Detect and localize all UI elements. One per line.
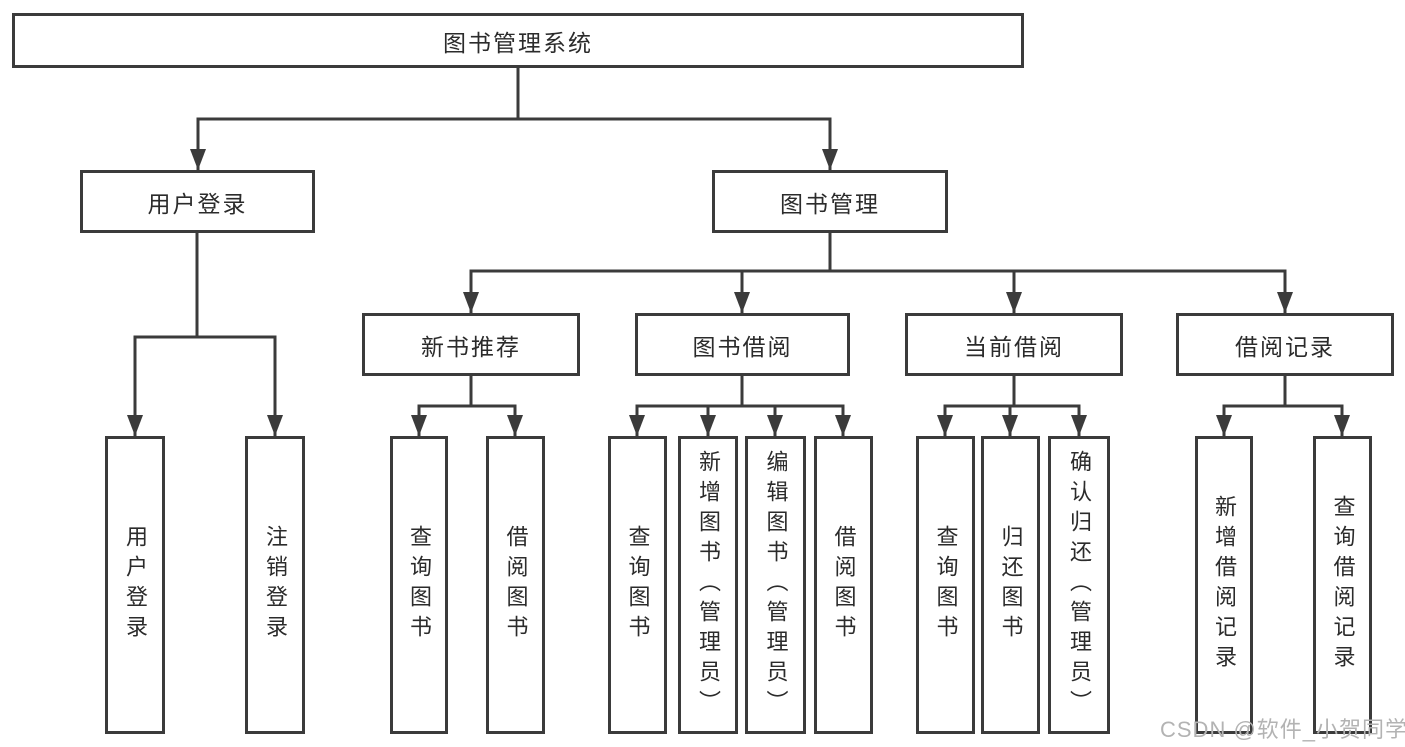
- node-leaf-return-books: 归还图书: [981, 436, 1040, 734]
- node-label: 新增借阅记录: [1212, 495, 1237, 675]
- node-label: 图书借阅: [692, 333, 793, 360]
- connector-records-split: [1222, 404, 1344, 436]
- node-leaf-query-books-current: 查询图书: [916, 436, 975, 734]
- node-leaf-confirm-return-admin: 确认归还（管理员）: [1048, 436, 1110, 734]
- node-label: 借阅图书: [503, 525, 529, 645]
- node-library-management-system: 图书管理系统: [12, 13, 1024, 68]
- node-label: 查询图书: [625, 525, 651, 645]
- node-label: 注销登录: [263, 525, 288, 645]
- connector-root-split: [196, 117, 832, 170]
- node-leaf-query-books-borrowing: 查询图书: [608, 436, 667, 734]
- node-label: 图书管理系统: [443, 29, 593, 56]
- node-leaf-add-borrow-record: 新增借阅记录: [1195, 436, 1253, 734]
- node-user-login: 用户登录: [80, 170, 315, 233]
- node-leaf-borrow-books-borrowing: 借阅图书: [814, 436, 873, 734]
- arrow-down-icons: [127, 149, 1350, 436]
- node-label: 借阅图书: [831, 525, 857, 645]
- node-label: 用户登录: [147, 190, 248, 217]
- node-label: 新书推荐: [421, 333, 521, 360]
- node-current-borrowing: 当前借阅: [905, 313, 1123, 376]
- node-leaf-query-borrow-record: 查询借阅记录: [1313, 436, 1372, 734]
- node-leaf-query-books-recommend: 查询图书: [390, 436, 448, 734]
- node-label: 用户登录: [123, 525, 148, 645]
- node-new-book-recommend: 新书推荐: [362, 313, 580, 376]
- connector-recommend-split: [417, 404, 517, 436]
- node-borrowing-records: 借阅记录: [1176, 313, 1394, 376]
- connector-book-mgmt-split: [469, 269, 1287, 313]
- node-label: 查询图书: [407, 525, 432, 645]
- csdn-watermark: CSDN @软件_小贺同学: [1160, 717, 1405, 742]
- connector-user-login-split: [133, 335, 277, 436]
- node-leaf-edit-books-admin: 编辑图书（管理员）: [745, 436, 806, 734]
- node-label: 归还图书: [998, 525, 1024, 645]
- node-label: 当前借阅: [964, 333, 1064, 360]
- node-label: 借阅记录: [1235, 333, 1335, 360]
- node-label: 查询借阅记录: [1330, 495, 1356, 675]
- node-leaf-add-books-admin: 新增图书（管理员）: [678, 436, 738, 734]
- node-label: 查询图书: [933, 525, 959, 645]
- node-leaf-logout: 注销登录: [245, 436, 305, 734]
- node-label: 图书管理: [780, 190, 880, 217]
- connector-borrowing-split: [635, 404, 845, 436]
- node-leaf-borrow-books-recommend: 借阅图书: [486, 436, 545, 734]
- node-label: 编辑图书（管理员）: [763, 450, 789, 720]
- node-label: 确认归还（管理员）: [1067, 450, 1092, 720]
- node-book-borrowing: 图书借阅: [635, 313, 850, 376]
- node-label: 新增图书（管理员）: [696, 450, 721, 720]
- node-book-management: 图书管理: [712, 170, 948, 233]
- node-leaf-user-login: 用户登录: [105, 436, 165, 734]
